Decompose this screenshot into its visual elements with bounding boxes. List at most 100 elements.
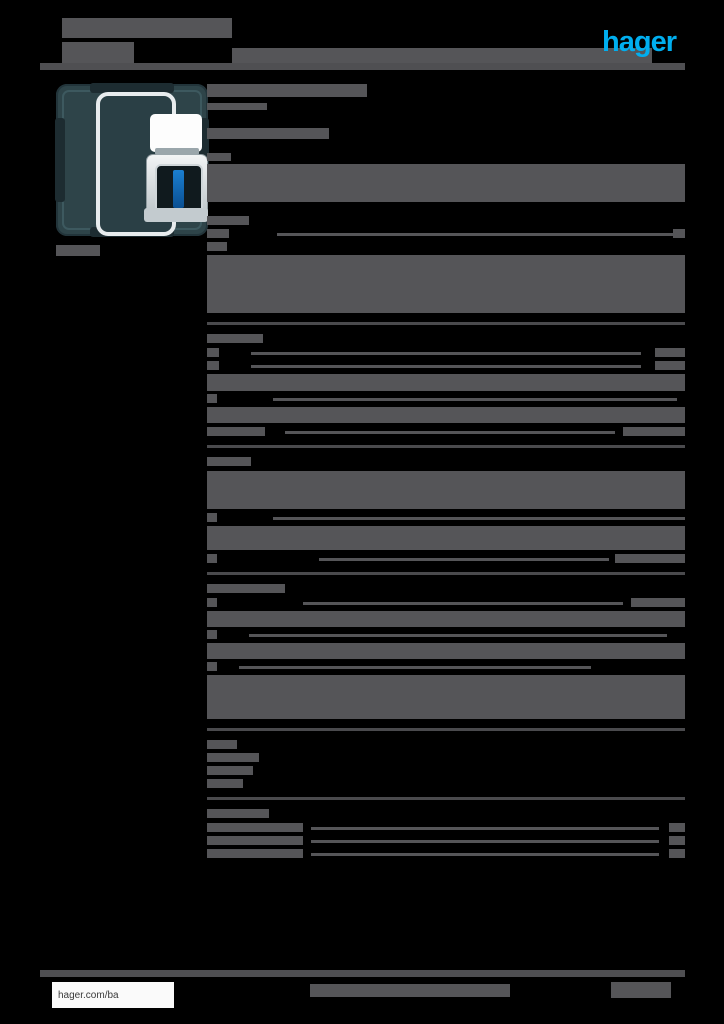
spec-section-3: [207, 457, 685, 563]
spec-section-4: [207, 584, 685, 719]
section-divider: [207, 445, 685, 448]
section-5-row-1: [207, 753, 259, 762]
usb-port-slot: [155, 164, 203, 214]
spec-value: [655, 348, 685, 357]
spec-section-5: [207, 740, 685, 788]
spec-label: [207, 836, 303, 845]
page-title-line-2: [62, 42, 134, 64]
spec-row: [207, 823, 685, 832]
section-4-band: [207, 611, 685, 627]
spec-row: [207, 229, 685, 238]
hager-logo: hager: [602, 26, 677, 58]
spec-label: [207, 554, 217, 563]
section-heading: [207, 457, 251, 466]
section-5-row-2: [207, 766, 253, 775]
main-heading-bar: [207, 103, 267, 110]
spec-dots: [277, 233, 673, 236]
section-3-band-2: [207, 526, 685, 550]
page-title-line-1: [62, 18, 232, 38]
spec-section-2: [207, 334, 685, 436]
footer-rule: [40, 970, 685, 977]
spec-dots: [319, 558, 609, 561]
intro-label: [207, 153, 231, 161]
spec-label: [207, 348, 219, 357]
spec-row: [207, 836, 685, 845]
section-divider: [207, 797, 685, 800]
frame-notch-top: [90, 83, 174, 93]
section-divider: [207, 322, 685, 325]
spec-label: [207, 823, 303, 832]
main-heading: [207, 84, 367, 97]
spec-value: [623, 427, 685, 436]
spec-section-1: [207, 216, 685, 313]
page-footer: hager.com/ba: [40, 970, 685, 1016]
section-3-band: [207, 471, 685, 509]
header-subtitle-bar: [232, 48, 652, 66]
spec-value: [655, 361, 685, 370]
section-heading: [207, 809, 269, 818]
spec-label: [207, 513, 217, 522]
section-heading: [207, 216, 249, 225]
spec-label: [207, 361, 219, 370]
datasheet-body: [207, 84, 685, 862]
spec-label: [207, 630, 217, 639]
page-header: hager: [0, 0, 724, 78]
page-title: [62, 18, 232, 64]
section-divider: [207, 728, 685, 731]
section-divider: [207, 572, 685, 575]
section-heading: [207, 334, 263, 343]
frame-notch-left: [55, 118, 65, 202]
spec-row: [207, 348, 685, 357]
spec-dots: [311, 853, 659, 856]
spec-label: [207, 427, 265, 436]
spec-row: [207, 554, 685, 563]
section-4-band-2: [207, 643, 685, 659]
spec-row: [207, 361, 685, 370]
product-photo: [55, 83, 209, 237]
spec-value: [673, 229, 685, 238]
footer-url[interactable]: hager.com/ba: [58, 989, 119, 1001]
header-rule: [40, 63, 685, 70]
spec-value: [615, 554, 685, 563]
spec-row: [207, 427, 685, 436]
spec-label: [207, 662, 217, 671]
section-5-row-3: [207, 779, 243, 788]
section-4-band-3: [207, 675, 685, 719]
usb-port-tab: [155, 148, 199, 155]
spec-dots: [251, 365, 641, 368]
usb-port-blue-insert: [173, 170, 184, 208]
spec-dots: [311, 840, 659, 843]
spec-row: [207, 662, 685, 671]
spec-row: [207, 394, 685, 403]
spec-label: [207, 394, 217, 403]
intro-description-band: [207, 164, 685, 202]
section-1-band: [207, 255, 685, 313]
spec-dots: [273, 398, 677, 401]
spec-label: [207, 229, 229, 238]
section-heading: [207, 740, 237, 749]
spec-dots: [303, 602, 623, 605]
spec-value: [669, 823, 685, 832]
spec-value: [669, 836, 685, 845]
spec-label: [207, 598, 217, 607]
socket-window: [150, 114, 202, 152]
spec-row: [207, 849, 685, 858]
spec-value: [669, 849, 685, 858]
main-subheading: [207, 128, 329, 139]
spec-row: [207, 598, 685, 607]
spec-row: [207, 513, 685, 522]
product-image-column: [40, 83, 209, 256]
product-image-caption: [56, 245, 100, 256]
spec-dots: [285, 431, 615, 434]
footer-url-box[interactable]: hager.com/ba: [52, 982, 174, 1008]
spec-row: [207, 630, 685, 639]
footer-page-number: [611, 982, 671, 998]
spec-dots: [311, 827, 659, 830]
spec-label: [207, 242, 227, 251]
spec-dots: [239, 666, 591, 669]
socket-foot: [144, 208, 208, 222]
footer-center-text: [310, 984, 510, 997]
section-2-band-2: [207, 407, 685, 423]
spec-dots: [251, 352, 641, 355]
